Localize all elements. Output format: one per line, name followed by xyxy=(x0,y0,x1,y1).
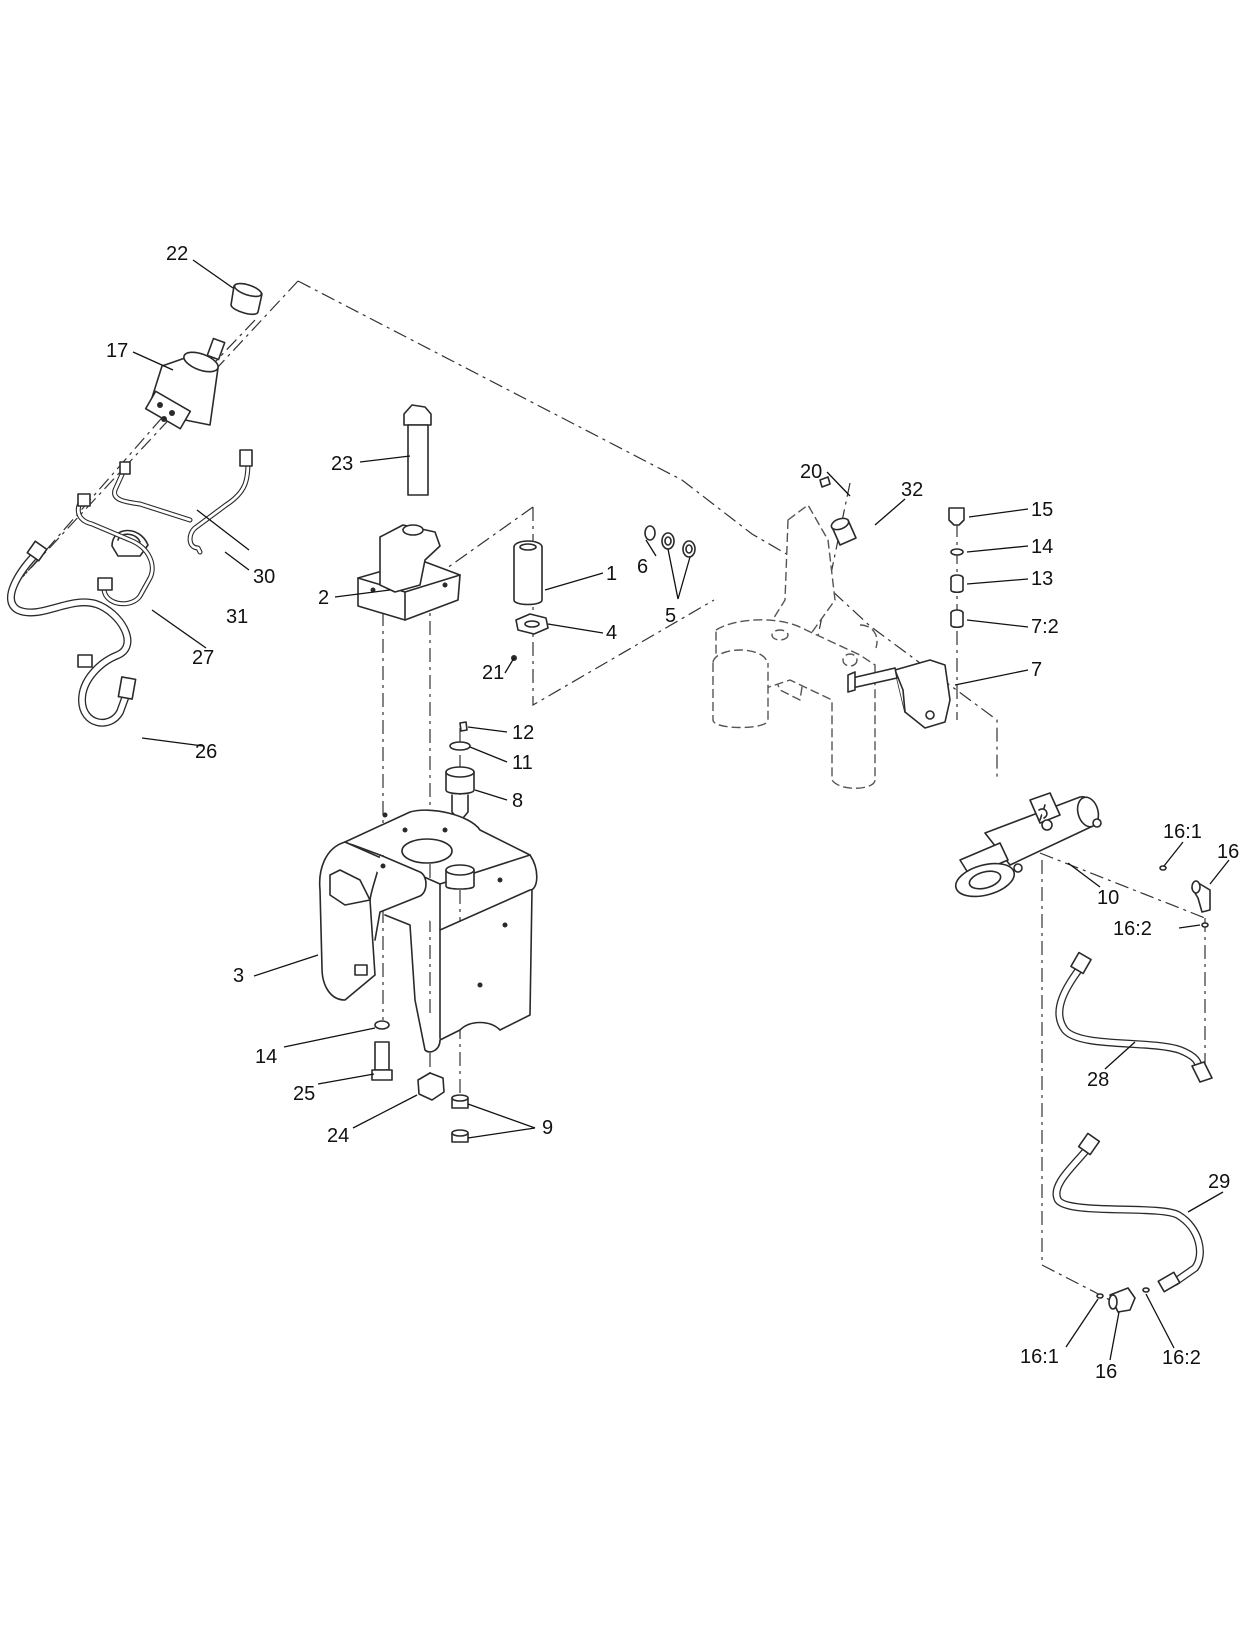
callout-23: 23 xyxy=(331,453,353,475)
callout-16-2-lower: 16:2 xyxy=(1162,1347,1201,1369)
callout-10: 10 xyxy=(1097,887,1119,909)
callout-31: 31 xyxy=(226,606,248,628)
part-26-hose xyxy=(6,540,137,727)
part-25-bolt xyxy=(371,1041,393,1081)
leader-lines xyxy=(132,259,1230,1361)
part-6-washer xyxy=(644,525,656,541)
callout-28: 28 xyxy=(1087,1069,1109,1091)
callout-16-2-upper: 16:2 xyxy=(1113,918,1152,940)
callout-32: 32 xyxy=(901,479,923,501)
part-16-2-oring-upper xyxy=(1201,922,1209,928)
part-8-pivot xyxy=(445,766,475,819)
callout-16-1-lower: 16:1 xyxy=(1020,1346,1059,1368)
callout-29: 29 xyxy=(1208,1171,1230,1193)
part-2-bracket xyxy=(357,524,461,621)
frame-ghost xyxy=(712,504,878,789)
part-14-washer-lower xyxy=(374,1020,390,1030)
part-17-solenoid xyxy=(144,337,226,430)
callout-13: 13 xyxy=(1031,568,1053,590)
callout-22: 22 xyxy=(166,243,188,265)
callout-6: 6 xyxy=(637,556,648,578)
part-14-washer-upper xyxy=(950,548,964,556)
part-29-hose xyxy=(1052,1132,1204,1293)
part-20-screw xyxy=(819,476,831,488)
callout-3: 3 xyxy=(233,965,244,987)
part-16-1-oring-upper xyxy=(1159,865,1167,871)
part-30-tube xyxy=(112,449,253,555)
part-4-washer xyxy=(515,613,549,635)
callout-14-upper: 14 xyxy=(1031,536,1053,558)
part-16-2-oring-lower xyxy=(1142,1287,1150,1293)
callout-7-2: 7:2 xyxy=(1031,616,1059,638)
part-27-tube xyxy=(75,493,155,607)
callout-8: 8 xyxy=(512,790,523,812)
part-12-pin xyxy=(459,721,468,732)
part-5-washers xyxy=(661,532,696,558)
part-11-ring xyxy=(449,741,471,751)
part-13-spacer xyxy=(950,574,964,594)
callout-27: 27 xyxy=(192,647,214,669)
callout-4: 4 xyxy=(606,622,617,644)
callout-14-lower: 14 xyxy=(255,1046,277,1068)
part-16-1-oring-lower xyxy=(1096,1293,1104,1299)
part-16-elbow-lower xyxy=(1108,1287,1136,1313)
callout-16-1-upper: 16:1 xyxy=(1163,821,1202,843)
callout-12: 12 xyxy=(512,722,534,744)
callout-20: 20 xyxy=(800,461,822,483)
callout-11: 11 xyxy=(512,752,533,774)
part-22-cap xyxy=(230,282,263,316)
part-24-nut xyxy=(417,1072,445,1101)
callout-2: 2 xyxy=(318,587,329,609)
callout-17: 17 xyxy=(106,340,128,362)
callout-7: 7 xyxy=(1031,659,1042,681)
part-32-bushing xyxy=(830,517,857,546)
assembly-centerlines xyxy=(14,280,1206,1301)
callout-21: 21 xyxy=(482,662,504,684)
part-9-washers xyxy=(451,1094,469,1143)
callout-5: 5 xyxy=(665,605,676,627)
callout-1: 1 xyxy=(606,563,617,585)
part-28-hose xyxy=(1055,951,1213,1083)
part-3-frame xyxy=(318,809,538,1053)
callout-26: 26 xyxy=(195,741,217,763)
part-7-clevis xyxy=(847,659,951,729)
callout-25: 25 xyxy=(293,1083,315,1105)
callout-24: 24 xyxy=(327,1125,349,1147)
callout-labels: 22 17 23 2 1 4 21 6 5 20 32 15 14 13 7:2… xyxy=(106,243,1239,1383)
callout-15: 15 xyxy=(1031,499,1053,521)
part-10-cylinder xyxy=(954,792,1102,898)
part-7-2-spacer xyxy=(950,609,964,629)
part-15-bolt xyxy=(948,507,965,526)
callout-9: 9 xyxy=(542,1117,553,1139)
callout-16-upper: 16 xyxy=(1217,841,1239,863)
part-16-elbow-upper xyxy=(1191,880,1211,913)
part-1-sleeve xyxy=(513,540,543,606)
callout-30: 30 xyxy=(253,566,275,588)
callout-16-lower: 16 xyxy=(1095,1361,1117,1383)
part-23-bolt xyxy=(403,404,432,496)
